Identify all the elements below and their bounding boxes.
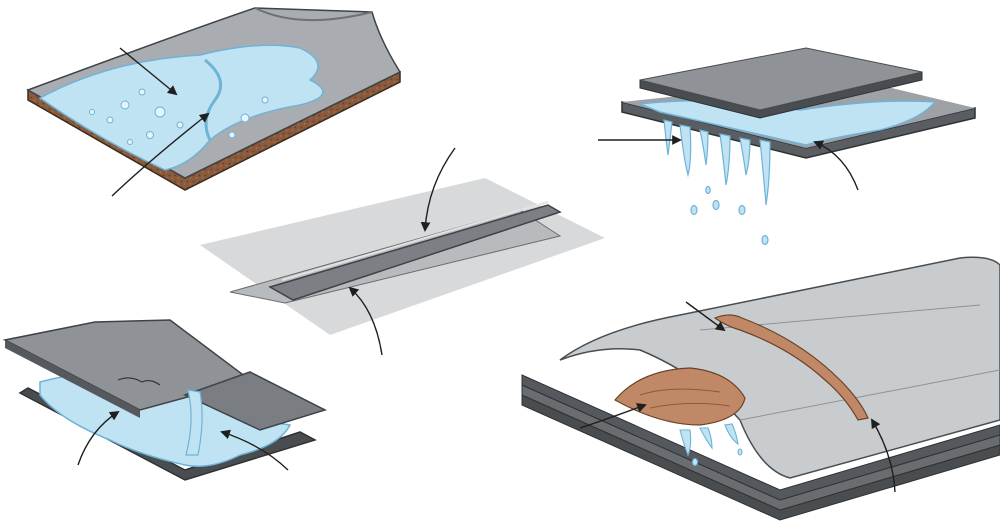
stack-layer <box>521 374 1000 501</box>
water-stream <box>185 389 203 456</box>
torn-flap <box>713 314 869 421</box>
pointer-arrow <box>579 403 647 429</box>
top-plate-surface <box>639 47 923 111</box>
pointer-arrow <box>348 286 383 356</box>
upper-sheet-edge <box>5 340 140 418</box>
panel-wet-membrane-on-board <box>26 7 402 197</box>
panel-seam-ridge <box>200 147 605 356</box>
panel-broken-lap-joint <box>2 319 327 481</box>
sheet-seam <box>739 369 1000 421</box>
curved-membrane <box>559 256 1000 479</box>
pointer-arrow <box>685 301 726 332</box>
panel-dripping-sandwich <box>598 47 976 246</box>
pointer-arrow <box>870 418 896 493</box>
water-channel <box>204 58 223 141</box>
water-pool <box>38 44 324 171</box>
pointer-arrow <box>220 429 289 471</box>
pointer-arrow <box>813 140 859 191</box>
crack-line <box>117 377 161 386</box>
pointer-arrow <box>111 112 210 197</box>
curled-edge <box>254 7 373 22</box>
seam-ridge <box>268 204 562 301</box>
base-plate <box>18 387 317 481</box>
pointer-arrow <box>119 47 178 96</box>
wood-grain <box>639 388 731 409</box>
water-drips <box>663 119 771 246</box>
panel-torn-flap-layers <box>521 256 1000 521</box>
seam-ridge-top <box>281 201 549 281</box>
lap-sheet <box>183 371 327 431</box>
air-bubbles <box>89 88 269 145</box>
water-splash <box>679 423 743 467</box>
pointer-arrow <box>420 147 456 232</box>
pointer-arrow <box>77 410 120 466</box>
exposed-substrate <box>614 367 746 426</box>
